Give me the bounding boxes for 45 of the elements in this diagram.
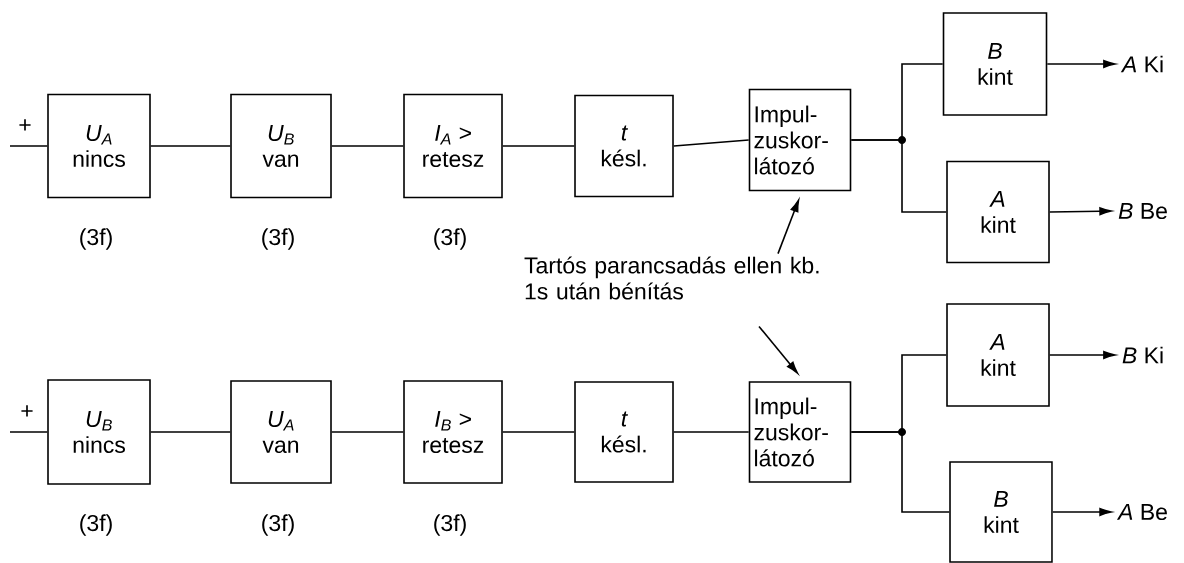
block-box: t késl.: [574, 381, 674, 483]
box-caption: (3f): [262, 228, 294, 250]
branch-line: [850, 431, 950, 513]
sign-label: +: [19, 119, 31, 131]
leader-arrow: [777, 199, 800, 255]
arrow: [1046, 59, 1116, 69]
arrow: [1049, 207, 1112, 216]
block-box: I$_{A}$ > retesz: [403, 93, 503, 199]
box-caption: (3f): [434, 228, 466, 250]
signal-line: [331, 431, 404, 433]
box-caption: (3f): [80, 228, 112, 250]
block-box: U$_{A}$ nincs: [47, 93, 151, 199]
signal-line: [673, 431, 750, 433]
block-box: A kint: [946, 303, 1050, 407]
block-box: A kint: [946, 160, 1050, 264]
branch-line: [850, 139, 947, 213]
signal-line: [9, 431, 48, 433]
signal-line: [502, 431, 575, 433]
arrow: [1049, 350, 1116, 360]
block-box: U$_{B}$ van: [230, 93, 332, 199]
block-box: Impul- zuskor- látozó: [748, 88, 852, 192]
block-box: B kint: [949, 461, 1053, 563]
box-caption: (3f): [80, 514, 112, 536]
sign-label: +: [21, 405, 33, 417]
output-label: A Ki: [1120, 55, 1163, 73]
output-label: A Be: [1116, 504, 1167, 521]
block-box: I$_{B}$ > retesz: [403, 380, 503, 484]
leader-arrow: [758, 325, 799, 374]
block-box: Impul- zuskor- látozó: [748, 381, 852, 483]
block-box: B kint: [942, 12, 1048, 116]
block-box: U$_{A}$ van: [230, 380, 332, 484]
signal-line: [150, 431, 231, 433]
block-box: U$_{B}$ nincs: [47, 379, 151, 485]
note-text: Tartós parancsadás ellen kb. 1s után bénítás: [524, 256, 819, 300]
signal-line: [502, 145, 575, 147]
signal-line: [150, 145, 231, 147]
arrow: [1052, 507, 1112, 517]
output-label: B Ki: [1122, 346, 1163, 364]
block-box: t késl.: [574, 94, 674, 198]
box-caption: (3f): [262, 514, 294, 536]
output-label: B Be: [1118, 203, 1167, 219]
signal-line: [673, 139, 750, 147]
signal-line: [331, 145, 404, 147]
box-caption: (3f): [434, 514, 466, 536]
signal-line: [9, 145, 48, 147]
